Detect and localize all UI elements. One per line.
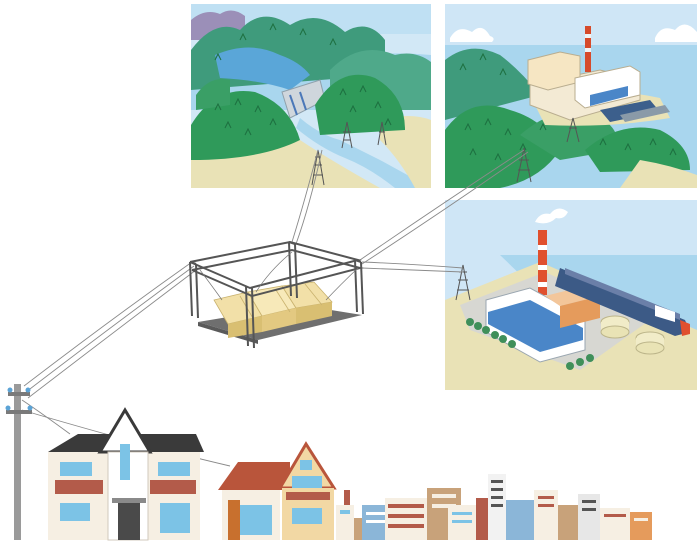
transmission-lines [21,149,529,467]
thermal-plant-panel [445,4,697,188]
house-red-roof [218,441,337,540]
city-buildings [336,474,652,540]
utility-pole [5,384,33,540]
hydro-dam-panel [191,4,431,188]
substation-frame [189,240,364,349]
industrial-plant-panel [445,200,697,390]
house-large [48,407,204,541]
transformer-blocks [213,281,333,338]
substation [189,240,364,349]
